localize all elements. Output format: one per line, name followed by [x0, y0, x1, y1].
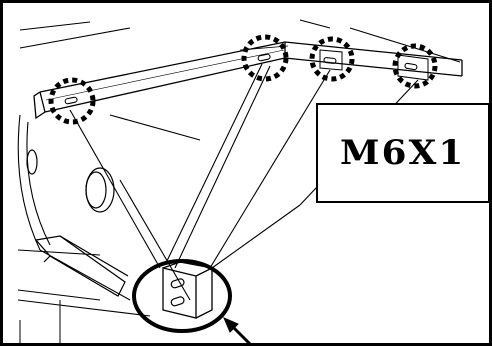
callout-box: M6X1: [316, 103, 490, 203]
rail-slot-holes: [64, 53, 418, 105]
highlight-circle: [241, 34, 289, 82]
mounting-bracket: [162, 261, 213, 319]
highlight-circles: [48, 34, 438, 125]
round-boss: [26, 149, 115, 213]
callout-label: M6X1: [340, 133, 466, 173]
highlight-circle: [48, 77, 96, 125]
highlight-circle: [392, 43, 438, 89]
pointer-arrow: [223, 317, 254, 346]
slot-hole: [170, 278, 185, 307]
rail-tabs: [319, 49, 429, 81]
lower-channel: [34, 235, 129, 297]
highlight-circle: [309, 36, 355, 82]
bracket-highlight-ellipse: [132, 259, 232, 333]
base-lines: [19, 300, 61, 346]
